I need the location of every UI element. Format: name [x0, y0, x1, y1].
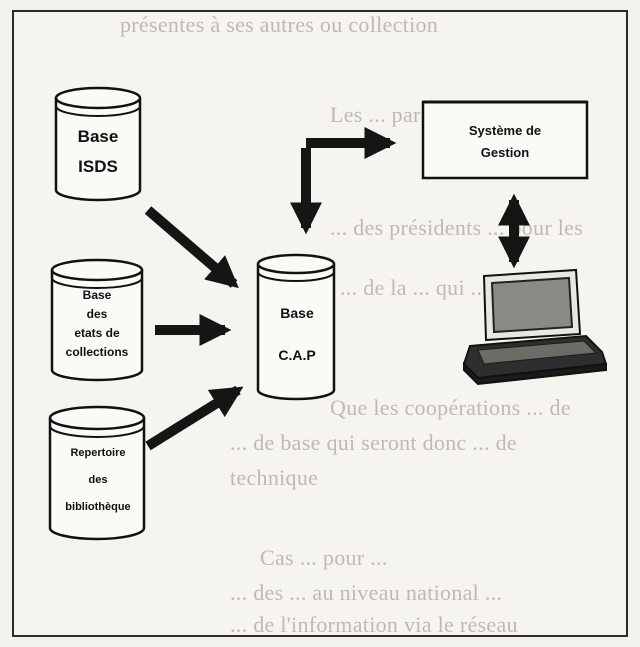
background-text-line: ... des présidents ... pour les [330, 215, 584, 240]
background-text-line: présentes à ses autres ou collection [120, 12, 439, 37]
base-isds-cylinder [54, 86, 142, 202]
background-text-line: technique [230, 465, 319, 490]
background-text-line: ... de base qui seront donc ... de [230, 430, 517, 455]
base-etats-line4: collections [65, 345, 129, 359]
laptop-icon [462, 268, 608, 386]
base-isds-line1: Base [77, 127, 119, 146]
arrow-isds-to-cap [144, 206, 239, 289]
repertoire-line1: Repertoire [70, 447, 126, 459]
base-etats-label: Base des etats de collections [54, 286, 140, 362]
base-etats-line2: des [86, 307, 108, 321]
base-etats-line3: etats de [74, 326, 120, 340]
systeme-line2: Gestion [480, 145, 530, 160]
background-text-line: ... de l'information via le réseau [230, 612, 518, 637]
background-text-line: Cas ... pour ... [260, 545, 388, 570]
base-cap-label: Base C.A.P [260, 292, 334, 376]
base-cap-line2: C.A.P [278, 347, 316, 363]
base-etats-cylinder [50, 258, 144, 382]
base-etats-line1: Base [82, 288, 112, 302]
base-cap-cylinder [256, 253, 336, 401]
base-isds-label: Base ISDS [58, 122, 138, 182]
background-text-line: ... de la ... qui ... [340, 275, 489, 300]
base-cap-line1: Base [280, 305, 314, 321]
repertoire-cylinder [48, 405, 146, 541]
repertoire-label: Repertoire des bibliothèque [52, 440, 144, 521]
arrow-repertoire-to-cap [145, 385, 244, 451]
background-text-line: ... des ... au niveau national ... [230, 580, 503, 605]
repertoire-line3: bibliothèque [65, 501, 131, 513]
repertoire-line2: des [88, 474, 108, 486]
base-isds-line2: ISDS [78, 157, 118, 176]
background-text-line: Que les coopérations ... de [330, 395, 571, 420]
systeme-gestion-label: Système de Gestion [430, 120, 580, 164]
systeme-line1: Système de [468, 123, 542, 138]
systeme-gestion-box [421, 100, 589, 180]
